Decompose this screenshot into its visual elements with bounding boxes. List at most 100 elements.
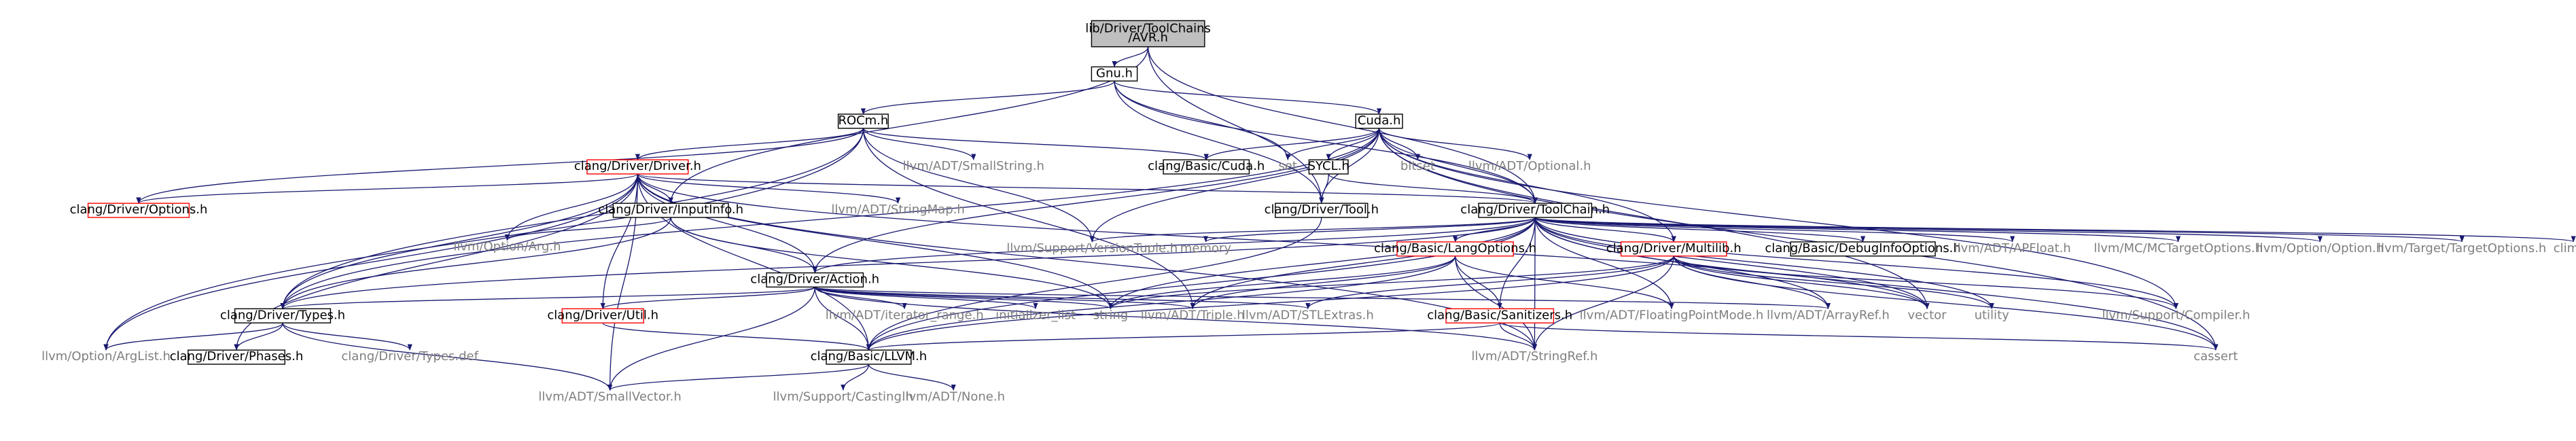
node-vector: vector: [1907, 308, 1947, 322]
node-compiler: llvm/Support/Compiler.h: [2102, 308, 2250, 322]
edge-sanitizers-to-cassert: [1499, 322, 2218, 351]
node-box: [1355, 113, 1403, 129]
node-label: clang/Basic/DebugInfoOptions.h: [1765, 241, 1960, 255]
edge-avr-to-tool: [1147, 46, 1324, 204]
edge-action-to-llvm: [814, 287, 871, 351]
edge-toolchain-to-string: [1108, 217, 1536, 309]
node-label: llvm/ADT/ArrayRef.h: [1767, 308, 1890, 322]
edge-avr-to-gnu: [1112, 46, 1149, 67]
node-sycl[interactable]: SYCL.h: [1308, 159, 1349, 175]
node-box: [1091, 20, 1205, 48]
edge-multilib-to-string: [1108, 255, 1674, 309]
node-avr[interactable]: lib/Driver/ToolChains/AVR.h: [1085, 20, 1211, 48]
node-cuda[interactable]: Cuda.h: [1355, 113, 1403, 129]
edge-driver-to-arg: [504, 173, 639, 241]
node-options[interactable]: clang/Driver/Options.h: [70, 202, 208, 218]
node-label: clang/Driver/InputInfo.h: [598, 202, 743, 217]
node-stringref: llvm/ADT/StringRef.h: [1471, 349, 1598, 364]
node-box: [1620, 241, 1727, 257]
node-label: llvm/ADT/FloatingPointMode.h: [1580, 308, 1764, 322]
node-box: [586, 159, 689, 175]
node-llvm[interactable]: clang/Basic/LLVM.h: [811, 349, 928, 365]
node-label: clang/Driver/Options.h: [70, 202, 208, 217]
edge-toolchain-to-debuginfo: [1534, 217, 1865, 243]
node-box: [1396, 241, 1514, 257]
node-label: llvm/ADT/SmallVector.h: [538, 389, 681, 404]
edge-driver-to-stringmap: [637, 173, 901, 204]
edge-toolchain-to-cassert: [1534, 217, 2219, 351]
edge-types-to-phases: [234, 323, 283, 351]
node-targetoptions: llvm/Target/TargetOptions.h: [2378, 241, 2546, 255]
node-box: [1445, 308, 1555, 323]
node-label: clang/Driver/Util.h: [547, 308, 658, 322]
node-fpmode: llvm/ADT/FloatingPointMode.h: [1580, 308, 1764, 322]
node-option: llvm/Option/Option.h: [2257, 241, 2384, 255]
node-label: llvm/ADT/iterator_range.h: [826, 308, 984, 322]
node-label: clang/Driver/Action.h: [750, 272, 879, 287]
node-label: llvm/Support/VersionTuple.h: [1006, 241, 1178, 255]
edge-types-to-arglist: [103, 322, 283, 351]
node-stringmap: llvm/ADT/StringMap.h: [831, 202, 964, 217]
edge-langoptions-to-stringref: [1454, 255, 1537, 351]
edge-toolchain-to-mctarget: [1534, 217, 2181, 243]
node-util[interactable]: clang/Driver/Util.h: [547, 308, 658, 323]
node-box: [837, 113, 889, 129]
node-mctarget: llvm/MC/MCTargetOptions.h: [2094, 241, 2263, 255]
edge-action-to-types: [280, 286, 815, 310]
node-box: [234, 308, 332, 323]
node-driver[interactable]: clang/Driver/Driver.h: [574, 159, 701, 175]
edge-action-to-util: [600, 286, 815, 310]
edge-multilib-to-compiler: [1673, 255, 2178, 309]
node-label: memory: [1180, 241, 1232, 255]
node-sanitizers[interactable]: clang/Basic/Sanitizers.h: [1427, 308, 1572, 323]
edge-action-to-iterrange: [814, 287, 907, 309]
node-label: clang/Basic/Cuda.h: [1148, 159, 1265, 173]
edge-driver-to-types: [280, 173, 639, 309]
edge-llvm-to-smallvector: [607, 364, 870, 391]
node-toolchain[interactable]: clang/Driver/ToolChain.h: [1460, 202, 1610, 218]
node-debuginfo[interactable]: clang/Basic/DebugInfoOptions.h: [1765, 241, 1961, 257]
edge-multilib-to-stlextras: [1305, 255, 1674, 309]
edge-cuda-to-optional: [1378, 128, 1532, 160]
edge-action-to-triple: [814, 286, 1195, 310]
node-langoptions[interactable]: clang/Basic/LangOptions.h: [1374, 241, 1536, 257]
edge-toolchain-to-utility: [1534, 217, 1994, 309]
edge-langoptions-to-triple: [1190, 255, 1456, 309]
node-label: SYCL.h: [1308, 159, 1349, 173]
node-tool[interactable]: clang/Driver/Tool.h: [1265, 202, 1379, 218]
node-phases[interactable]: clang/Driver/Phases.h: [170, 349, 304, 365]
edge-cuda-to-basic_cuda: [1203, 128, 1380, 160]
node-gnu[interactable]: Gnu.h: [1091, 66, 1138, 82]
edge-toolchain-to-compiler: [1534, 217, 2178, 309]
node-label: llvm/ADT/Triple.h: [1141, 308, 1245, 322]
edge-llvm-to-none: [868, 364, 956, 391]
node-inputinfo[interactable]: clang/Driver/InputInfo.h: [598, 202, 743, 218]
node-climits: climits: [2554, 241, 2576, 255]
edge-langoptions-to-llvm: [866, 255, 1456, 351]
node-multilib[interactable]: clang/Driver/Multilib.h: [1606, 241, 1742, 257]
node-label: clang/Basic/LangOptions.h: [1374, 241, 1536, 255]
edge-toolchain-to-apfloat: [1534, 217, 2015, 243]
node-basic_cuda[interactable]: clang/Basic/Cuda.h: [1148, 159, 1265, 175]
edge-langoptions-to-sanitizers: [1454, 255, 1502, 309]
edge-toolchain-to-versiontuple: [1089, 217, 1536, 243]
node-rocm[interactable]: ROCm.h: [837, 113, 889, 129]
node-action[interactable]: clang/Driver/Action.h: [750, 272, 879, 288]
edge-types-to-typesdef: [282, 322, 412, 351]
node-types[interactable]: clang/Driver/Types.h: [220, 308, 345, 323]
node-box: [1308, 159, 1349, 175]
edge-action-to-initlist: [814, 286, 1038, 310]
edge-tool-to-llvm: [866, 217, 1322, 351]
edge-rocm-to-versiontuple: [862, 128, 1095, 243]
node-label: llvm/ADT/StringRef.h: [1471, 349, 1598, 364]
edge-multilib-to-cassert: [1673, 255, 2219, 351]
node-box: [188, 349, 285, 365]
edge-rocm-to-options: [136, 128, 864, 204]
edge-cuda-to-cassert: [1378, 128, 2219, 351]
node-box: [1163, 159, 1250, 175]
edge-toolchain-to-memory: [1203, 217, 1536, 243]
edge-inputinfo-to-arg: [504, 217, 671, 241]
node-label: llvm/Option/ArgList.h: [41, 349, 171, 364]
